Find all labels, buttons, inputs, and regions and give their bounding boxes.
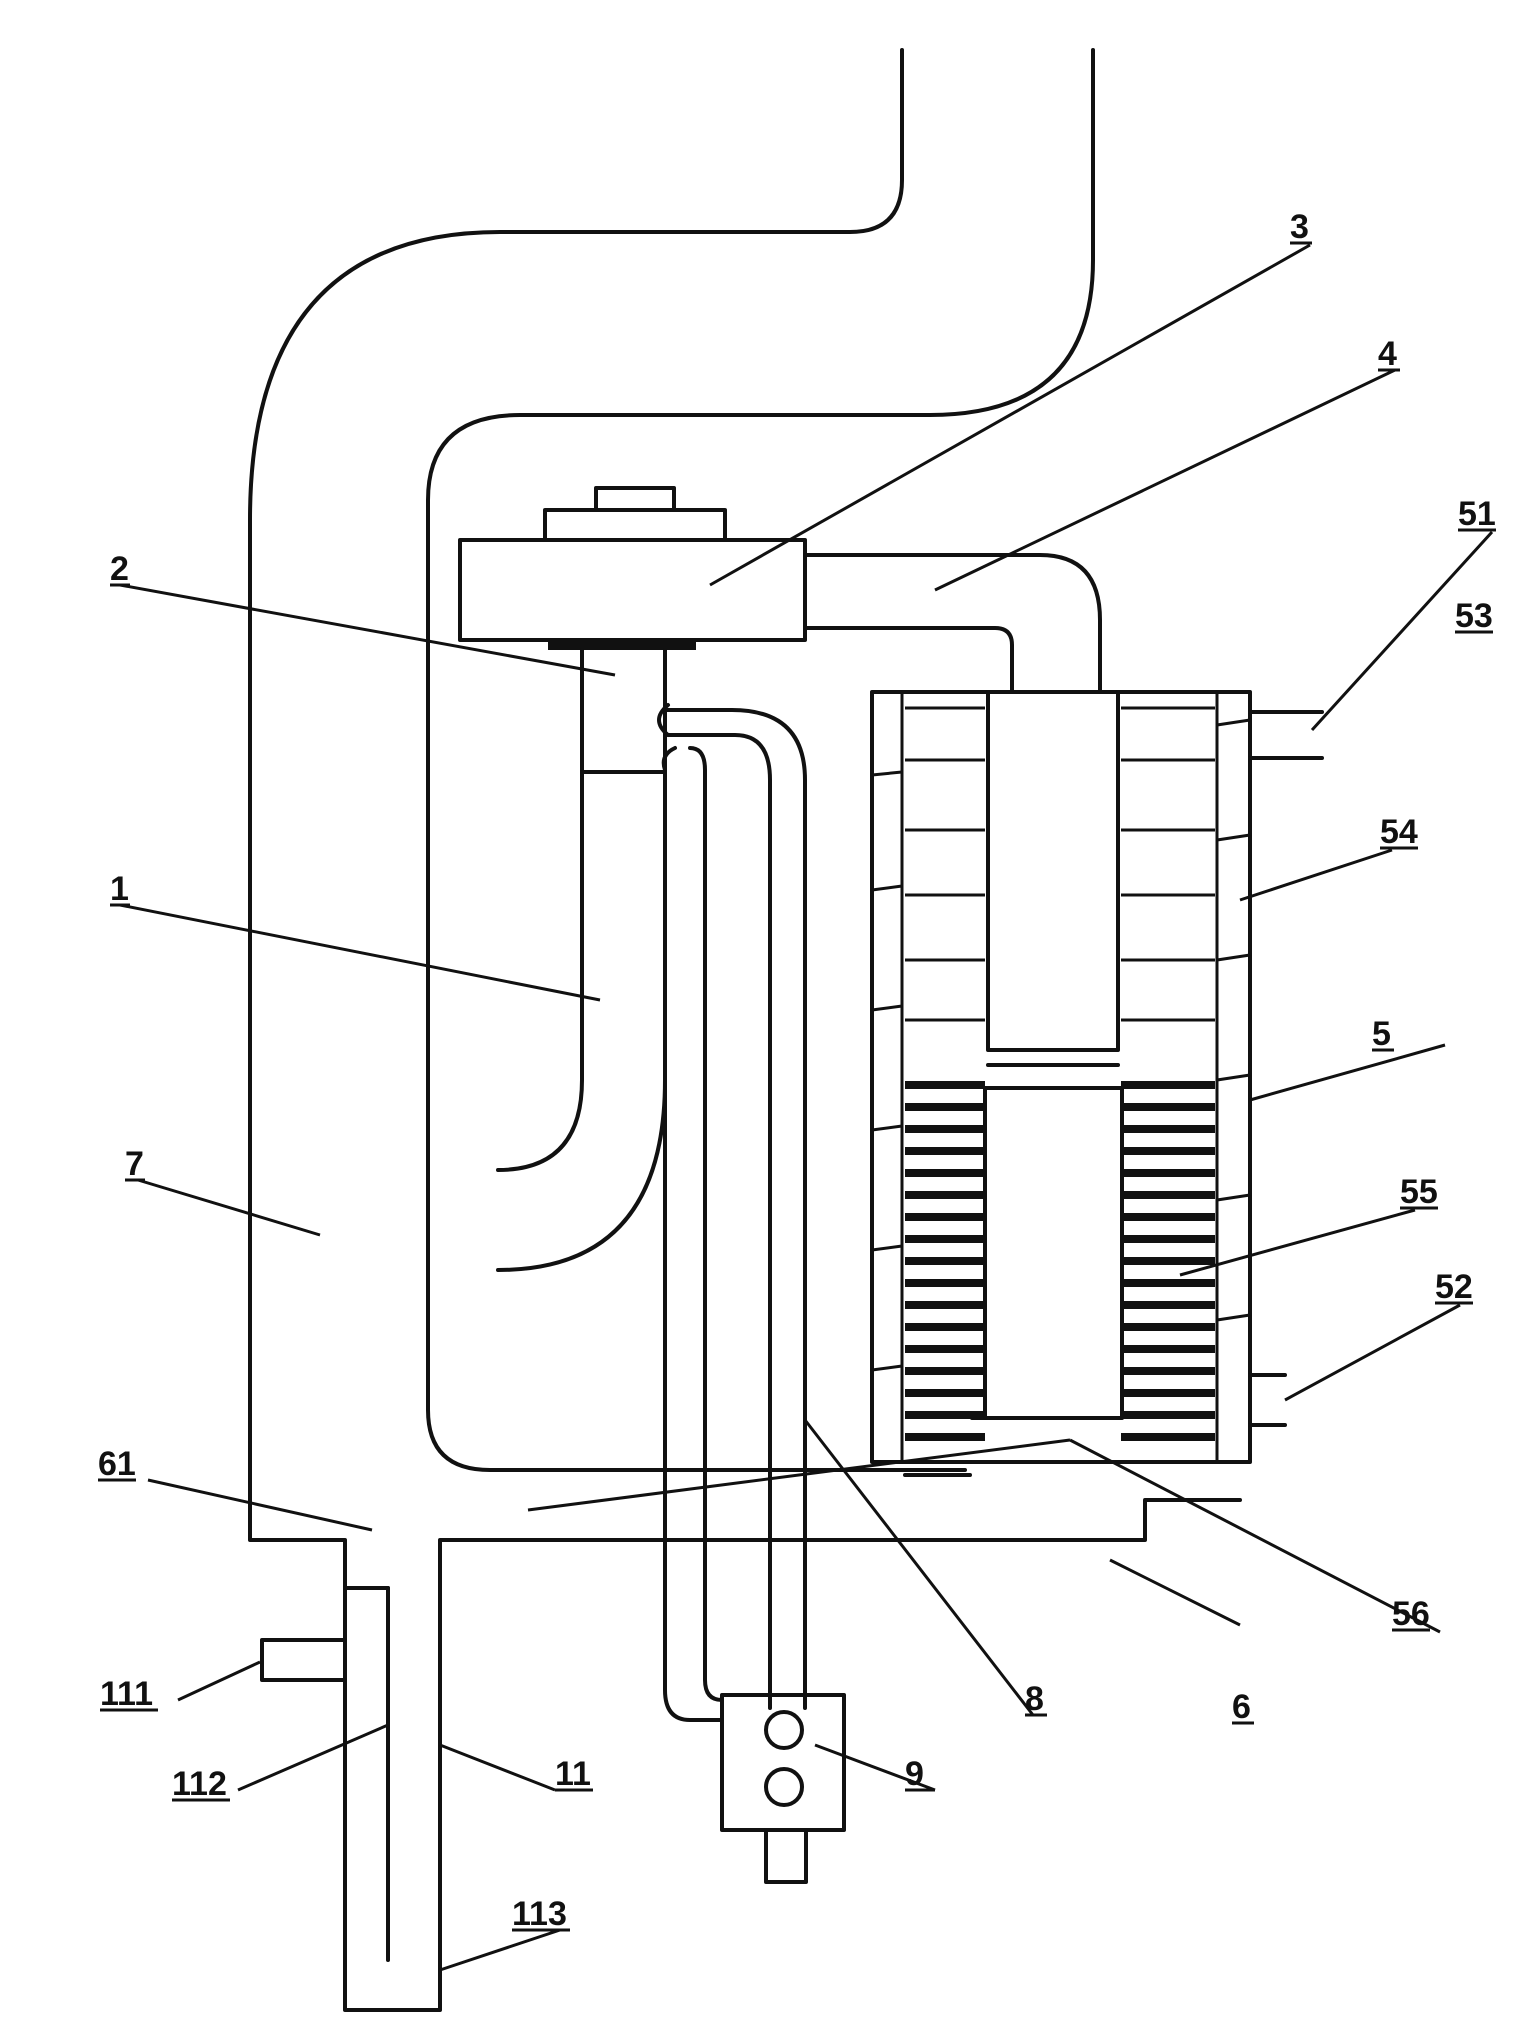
label-5: 5 [1372, 1015, 1391, 1053]
label-2: 2 [110, 550, 129, 588]
water-outlet [1248, 710, 1324, 760]
label-55: 55 [1400, 1173, 1438, 1211]
label-11: 11 [555, 1755, 591, 1793]
label-53: 53 [1455, 597, 1493, 635]
upper-fins [905, 706, 1215, 1022]
label-111: 111 [100, 1675, 153, 1713]
label-51: 51 [1458, 495, 1496, 533]
label-56: 56 [1392, 1595, 1430, 1633]
label-underlines [98, 241, 1496, 1932]
label-113: 113 [512, 1895, 567, 1933]
label-52: 52 [1435, 1268, 1473, 1306]
leader-lines [119, 243, 1494, 1972]
label-61: 61 [98, 1445, 136, 1483]
label-8: 8 [1025, 1680, 1044, 1718]
label-54: 54 [1380, 813, 1418, 851]
wall-hatching [871, 718, 1251, 1372]
lower-fins [905, 1081, 1215, 1441]
blower [458, 486, 807, 650]
condensate-drain [260, 1586, 390, 1962]
label-6: 6 [1232, 1688, 1251, 1726]
blower-outlet [496, 648, 667, 1272]
heat-exchanger [870, 690, 1252, 1477]
part-labels: 1 2 3 4 5 6 7 8 9 11 51 52 53 54 55 56 6… [98, 208, 1496, 1933]
gas-pipe [657, 703, 807, 1722]
flue-duct [248, 48, 1242, 2012]
gas-valve [720, 1693, 846, 1884]
label-1: 1 [110, 870, 129, 908]
water-inlet [1248, 1373, 1287, 1427]
label-9: 9 [905, 1755, 924, 1793]
label-4: 4 [1378, 335, 1397, 373]
label-7: 7 [125, 1145, 144, 1183]
label-112: 112 [172, 1765, 227, 1803]
label-3: 3 [1290, 208, 1309, 246]
air-duct [803, 553, 1102, 692]
